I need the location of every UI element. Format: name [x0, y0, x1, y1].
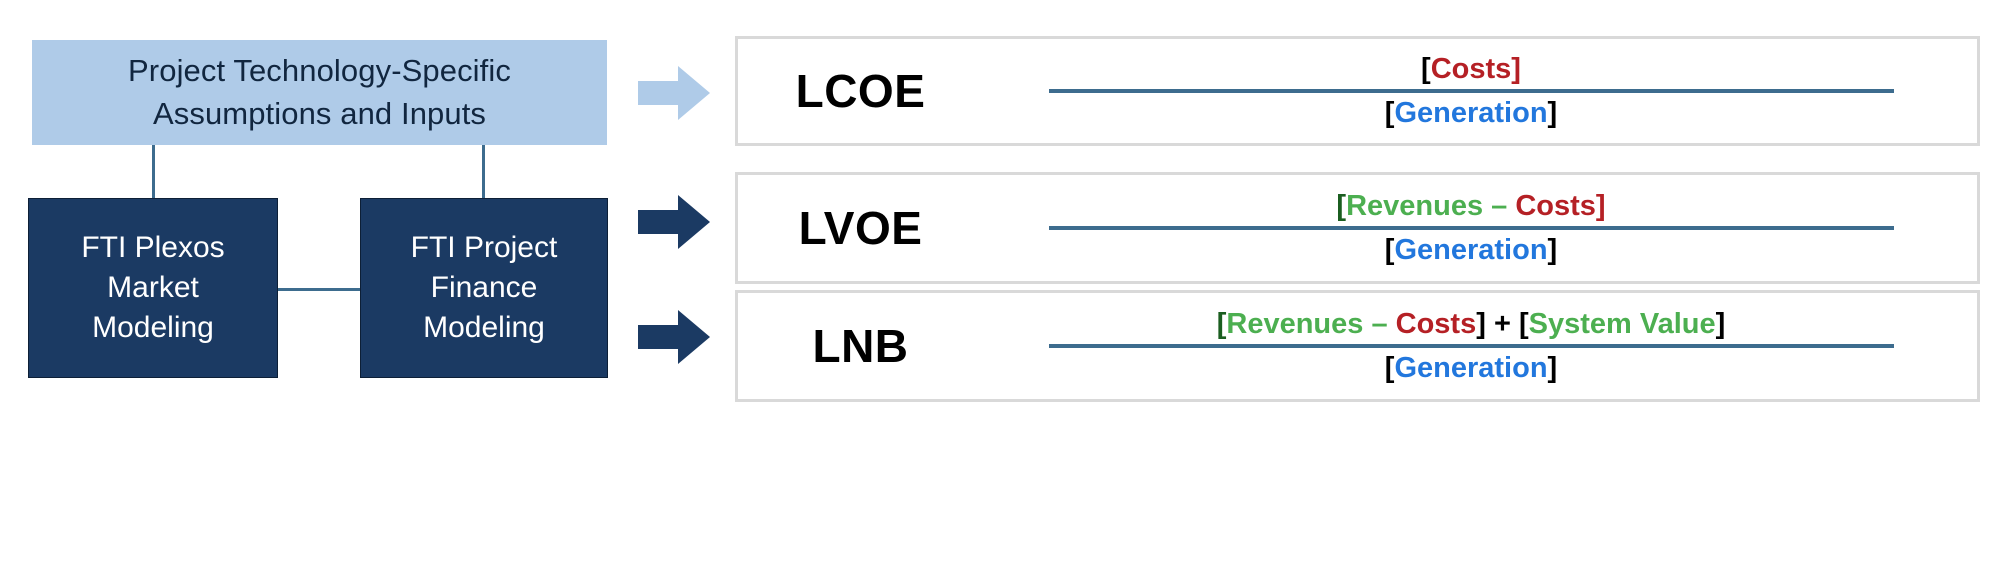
formula-token: Costs [1395, 307, 1477, 340]
metric-label-lcoe: LCOE [795, 65, 926, 117]
arrow-right-icon-lvoe [638, 193, 710, 251]
denominator-lcoe: [Generation] [1385, 93, 1557, 130]
denominator-lvoe: [Generation] [1385, 230, 1557, 267]
formula-token: ] [1476, 307, 1486, 340]
fraction-lnb: [Revenues – Costs] + [System Value] [Gen… [983, 307, 1977, 385]
numerator-lcoe: [Costs] [1421, 52, 1521, 89]
model-box-project-finance-line3: Modeling [423, 310, 545, 344]
numerator-lvoe: [Revenues – Costs] [1336, 189, 1605, 226]
formula-token: + [1485, 307, 1519, 340]
formula-token: – [1363, 307, 1396, 340]
inputs-box-line1: Project Technology-Specific [128, 52, 511, 88]
formula-token: Revenues [1346, 189, 1484, 222]
model-box-plexos-line3: Modeling [92, 310, 214, 344]
formula-token: Generation [1394, 234, 1548, 266]
formula-token: Generation [1394, 97, 1548, 129]
connector-vertical-left [152, 145, 155, 199]
formula-token: Revenues [1226, 307, 1364, 340]
formula-token: Costs [1515, 189, 1596, 222]
connector-vertical-right [482, 145, 485, 199]
formula-token: ] [1547, 234, 1558, 266]
formula-token: System Value [1528, 307, 1716, 340]
formula-token: [ [1384, 234, 1395, 266]
formula-card-lnb: LNB [Revenues – Costs] + [System Value] … [735, 290, 1980, 402]
fraction-bar-lcoe [1048, 89, 1894, 93]
fraction-lvoe: [Revenues – Costs] [Generation] [983, 189, 1977, 267]
formula-token: Costs [1430, 52, 1512, 85]
formula-token: [ [1336, 189, 1347, 222]
formula-token: [ [1216, 307, 1227, 340]
arrow-right-icon-lcoe [638, 64, 710, 122]
arrow-right-icon-lnb [638, 308, 710, 366]
formula-token: ] [1715, 307, 1726, 340]
formula-token: [ [1421, 52, 1431, 85]
formula-token: [ [1518, 307, 1529, 340]
denominator-lnb: [Generation] [1385, 348, 1557, 385]
formula-token: ] [1547, 97, 1558, 129]
formula-token: [ [1384, 352, 1395, 384]
numerator-lnb: [Revenues – Costs] + [System Value] [1217, 307, 1726, 344]
model-box-project-finance-line1: FTI Project [410, 231, 558, 265]
model-box-project-finance: FTI Project Finance Modeling [360, 198, 608, 378]
fraction-lcoe: [Costs] [Generation] [983, 52, 1977, 130]
inputs-box-line2: Assumptions and Inputs [152, 95, 487, 131]
connector-horizontal-mid [277, 288, 362, 291]
inputs-box: Project Technology-Specific Assumptions … [32, 40, 607, 145]
formula-token: [ [1384, 97, 1395, 129]
metric-label-lvoe: LVOE [798, 202, 923, 254]
fraction-bar-lvoe [1048, 226, 1894, 230]
model-box-plexos: FTI Plexos Market Modeling [28, 198, 278, 378]
formula-card-lvoe: LVOE [Revenues – Costs] [Generation] [735, 172, 1980, 284]
model-box-plexos-line2: Market [107, 271, 199, 305]
formula-token: ] [1595, 189, 1606, 222]
model-box-project-finance-line2: Finance [430, 271, 538, 305]
formula-token: Generation [1394, 352, 1548, 384]
fraction-bar-lnb [1048, 344, 1894, 348]
formula-token: – [1483, 189, 1516, 222]
model-box-plexos-line1: FTI Plexos [81, 231, 225, 265]
metric-label-lnb: LNB [812, 320, 909, 372]
formula-token: ] [1511, 52, 1521, 85]
formula-card-lcoe: LCOE [Costs] [Generation] [735, 36, 1980, 146]
formula-token: ] [1547, 352, 1558, 384]
